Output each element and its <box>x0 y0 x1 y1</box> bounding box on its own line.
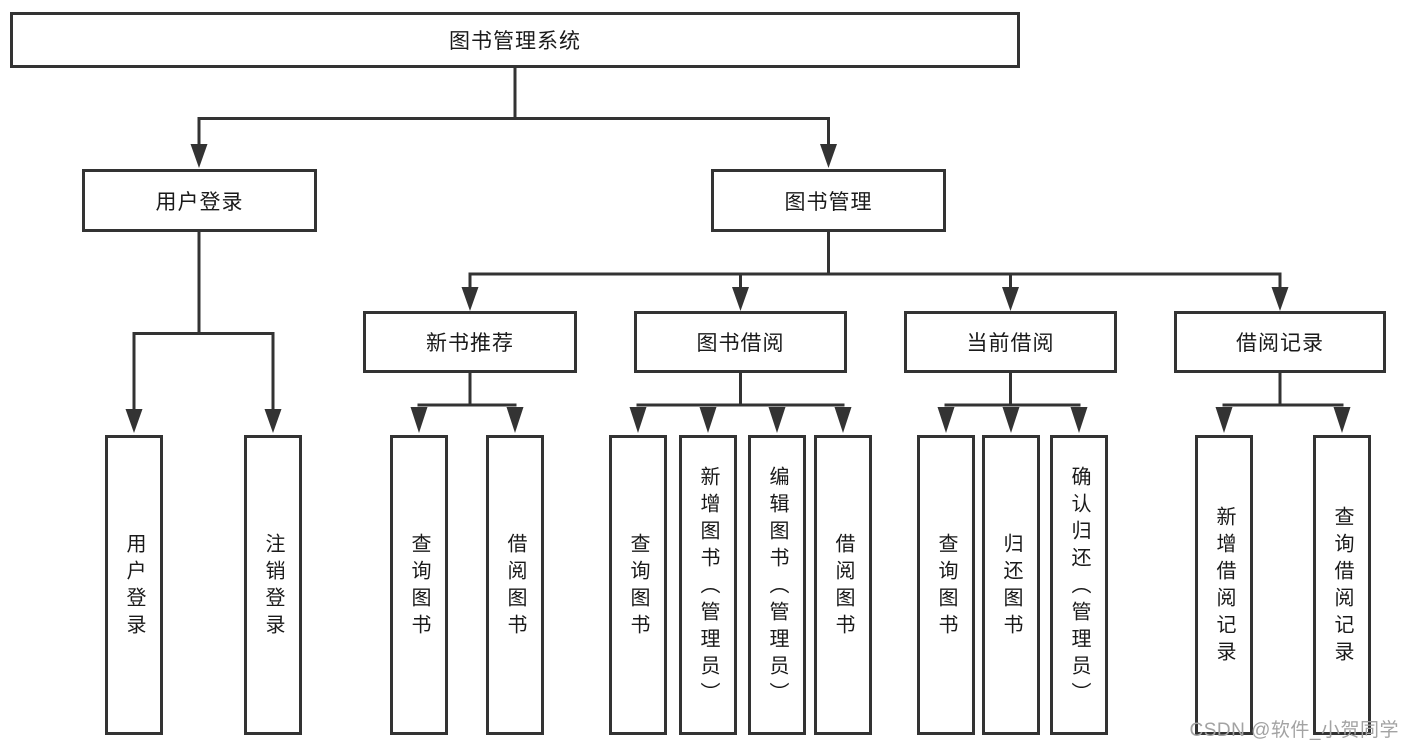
leaf-query-books-borrowing: 查询图书 <box>609 435 667 735</box>
node-root: 图书管理系统 <box>10 12 1020 68</box>
tree-branch-lines <box>132 66 1344 410</box>
leaf-query-borrowing-record: 查询借阅记录 <box>1313 435 1371 735</box>
leaf-confirm-return-admin: 确认归还（管理员） <box>1050 435 1108 735</box>
watermark: CSDN @软件_小贺同学 <box>1189 720 1399 741</box>
leaf-query-books-current: 查询图书 <box>917 435 975 735</box>
node-new-book-recommendation: 新书推荐 <box>363 311 577 373</box>
node-book-borrowing: 图书借阅 <box>634 311 847 373</box>
leaf-add-borrowing-record: 新增借阅记录 <box>1195 435 1253 735</box>
leaf-user-login: 用户登录 <box>105 435 163 735</box>
leaf-query-books-recommendation: 查询图书 <box>390 435 448 735</box>
node-current-borrowing: 当前借阅 <box>904 311 1117 373</box>
leaf-borrow-books-recommendation: 借阅图书 <box>486 435 544 735</box>
leaf-edit-book-admin: 编辑图书（管理员） <box>748 435 806 735</box>
node-book-management: 图书管理 <box>711 169 946 232</box>
arrowhead-icons <box>125 144 1351 433</box>
leaf-logout: 注销登录 <box>244 435 302 735</box>
leaf-add-book-admin: 新增图书（管理员） <box>679 435 737 735</box>
leaf-return-books: 归还图书 <box>982 435 1040 735</box>
node-user-login: 用户登录 <box>82 169 317 232</box>
leaf-borrow-books-borrowing: 借阅图书 <box>814 435 872 735</box>
node-borrowing-records: 借阅记录 <box>1174 311 1386 373</box>
